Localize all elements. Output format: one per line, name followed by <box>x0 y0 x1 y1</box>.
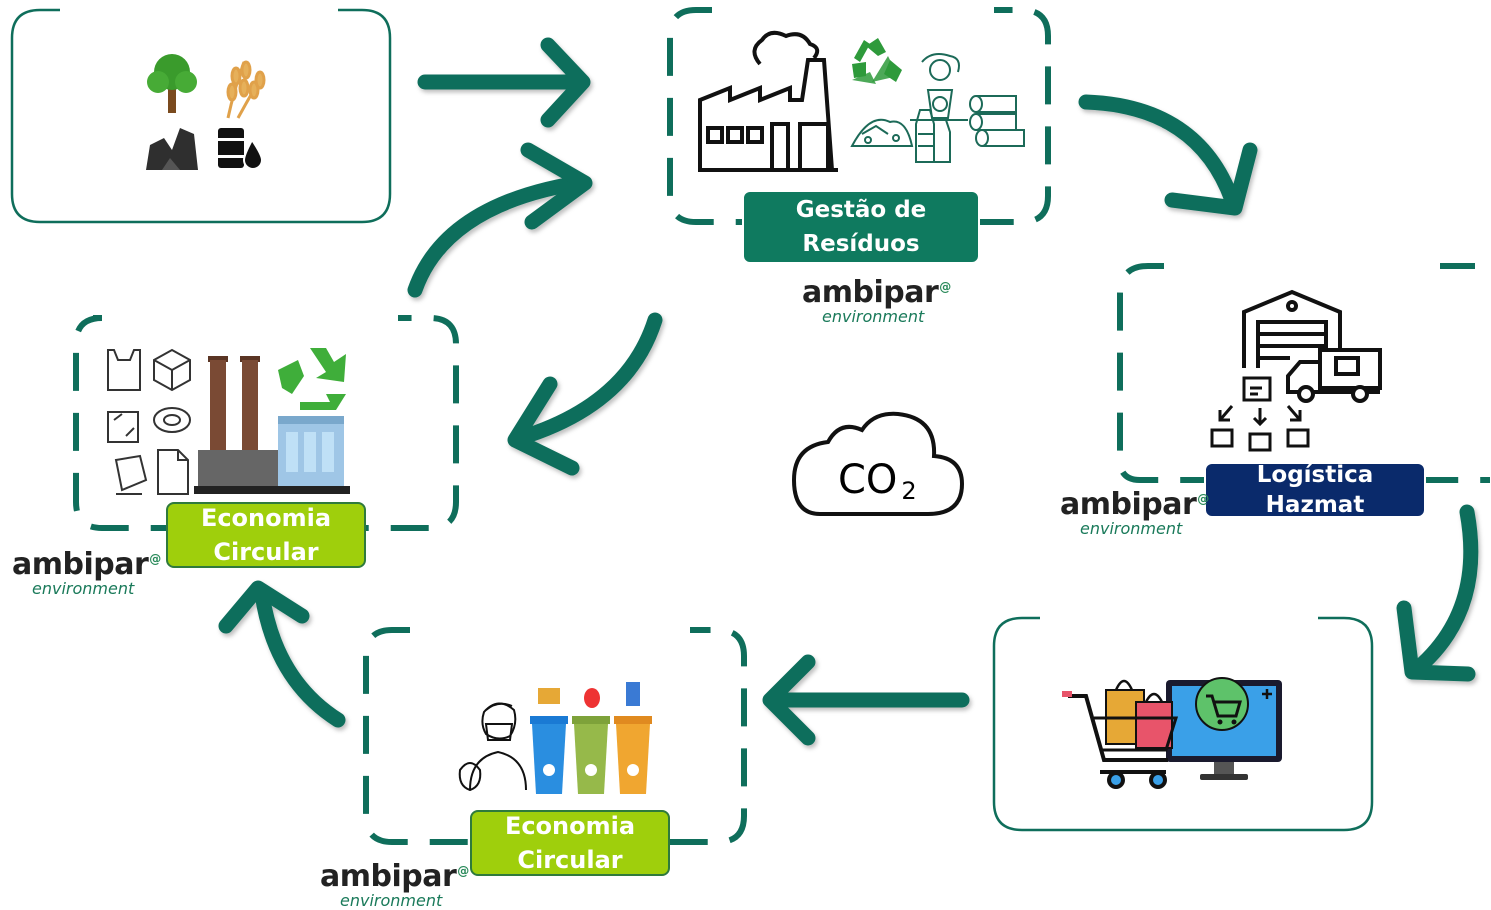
circular-economy-bottom-label: Economia Circular <box>470 810 670 876</box>
recycling-plant-icon <box>194 348 350 494</box>
online-store-monitor-icon <box>1166 677 1282 780</box>
arrow-collection-to-circular <box>218 580 346 728</box>
delivery-truck-icon <box>1286 348 1382 403</box>
waste-management-label: Gestão de Resíduos <box>742 190 980 264</box>
waste-picker-icon <box>458 702 527 792</box>
circular-left-label-line2: Circular <box>213 538 319 566</box>
raw-materials-node <box>10 8 392 224</box>
wheat-icon <box>226 60 266 119</box>
oil-barrel-icon <box>218 128 264 170</box>
box-icon <box>153 348 191 392</box>
brand-sub: environment <box>340 891 443 910</box>
factory-icon <box>698 30 838 172</box>
recycler-person-icon <box>910 53 968 121</box>
brand-sub: environment <box>32 579 135 598</box>
brand-mark: @ <box>939 280 951 294</box>
circular-bottom-label-line1: Economia <box>504 812 636 840</box>
waste-management-label-line2: Resíduos <box>802 231 920 257</box>
retail-node <box>992 616 1374 832</box>
brand-name: ambipar <box>320 859 457 894</box>
hazmat-logistics-label-text: Logística Hazmat <box>1256 462 1374 518</box>
brand-name: ambipar <box>802 275 939 310</box>
arrow-circular-to-waste <box>407 142 593 298</box>
shopping-bags-icon <box>1105 679 1173 749</box>
brand-mark: @ <box>149 552 161 566</box>
brand-name: ambipar <box>12 547 149 582</box>
recycle-icon <box>852 38 902 84</box>
tape-roll-icon <box>153 407 191 433</box>
brand-sub: environment <box>1080 519 1183 538</box>
circular-bottom-label-line2: Circular <box>517 846 623 874</box>
shopping-cart-icon <box>1062 691 1179 789</box>
ambipar-logo-left: ambipar@ environment <box>12 544 161 598</box>
glass-icon <box>107 411 139 443</box>
rocks-icon <box>146 128 198 170</box>
ambipar-logo-hazmat: ambipar@ environment <box>1060 484 1209 538</box>
circular-economy-node <box>73 315 459 531</box>
hazmat-logistics-label: Logística Hazmat <box>1204 462 1426 518</box>
brand-mark: @ <box>1197 492 1209 506</box>
packages-icon <box>1210 376 1310 452</box>
waste-management-label-line1: Gestão de <box>795 197 927 223</box>
bottles-icon <box>915 109 951 163</box>
circular-economy-left-label: Economia Circular <box>166 502 366 568</box>
arrow-retail-to-collection <box>762 654 970 746</box>
arrow-hazmat-to-retail <box>1396 504 1479 682</box>
tree-icon <box>147 54 197 113</box>
arrow-waste-to-hazmat <box>1078 94 1258 216</box>
circular-materials-icons <box>107 348 191 495</box>
hazmat-logistics-node <box>1117 263 1490 483</box>
brand-sub: environment <box>822 307 925 326</box>
arrow-waste-to-circular <box>507 312 663 476</box>
arrow-raw-to-waste <box>417 37 591 128</box>
co2-main: CO <box>838 457 898 503</box>
paint-icon <box>114 454 148 495</box>
circular-left-label-line1: Economia <box>200 504 332 532</box>
recycling-bins-icon <box>530 682 652 794</box>
co2-subscript: 2 <box>901 477 917 505</box>
pipes-icon <box>969 95 1025 147</box>
plastic-bag-icon <box>107 349 141 391</box>
brand-mark: @ <box>457 864 469 878</box>
warehouse-icon <box>1242 289 1342 368</box>
landfill-icon <box>850 118 914 147</box>
co2-cloud-icon <box>791 411 965 516</box>
brand-name: ambipar <box>1060 487 1197 522</box>
ambipar-logo-top: ambipar@ environment <box>802 272 951 326</box>
paper-icon <box>157 449 189 495</box>
